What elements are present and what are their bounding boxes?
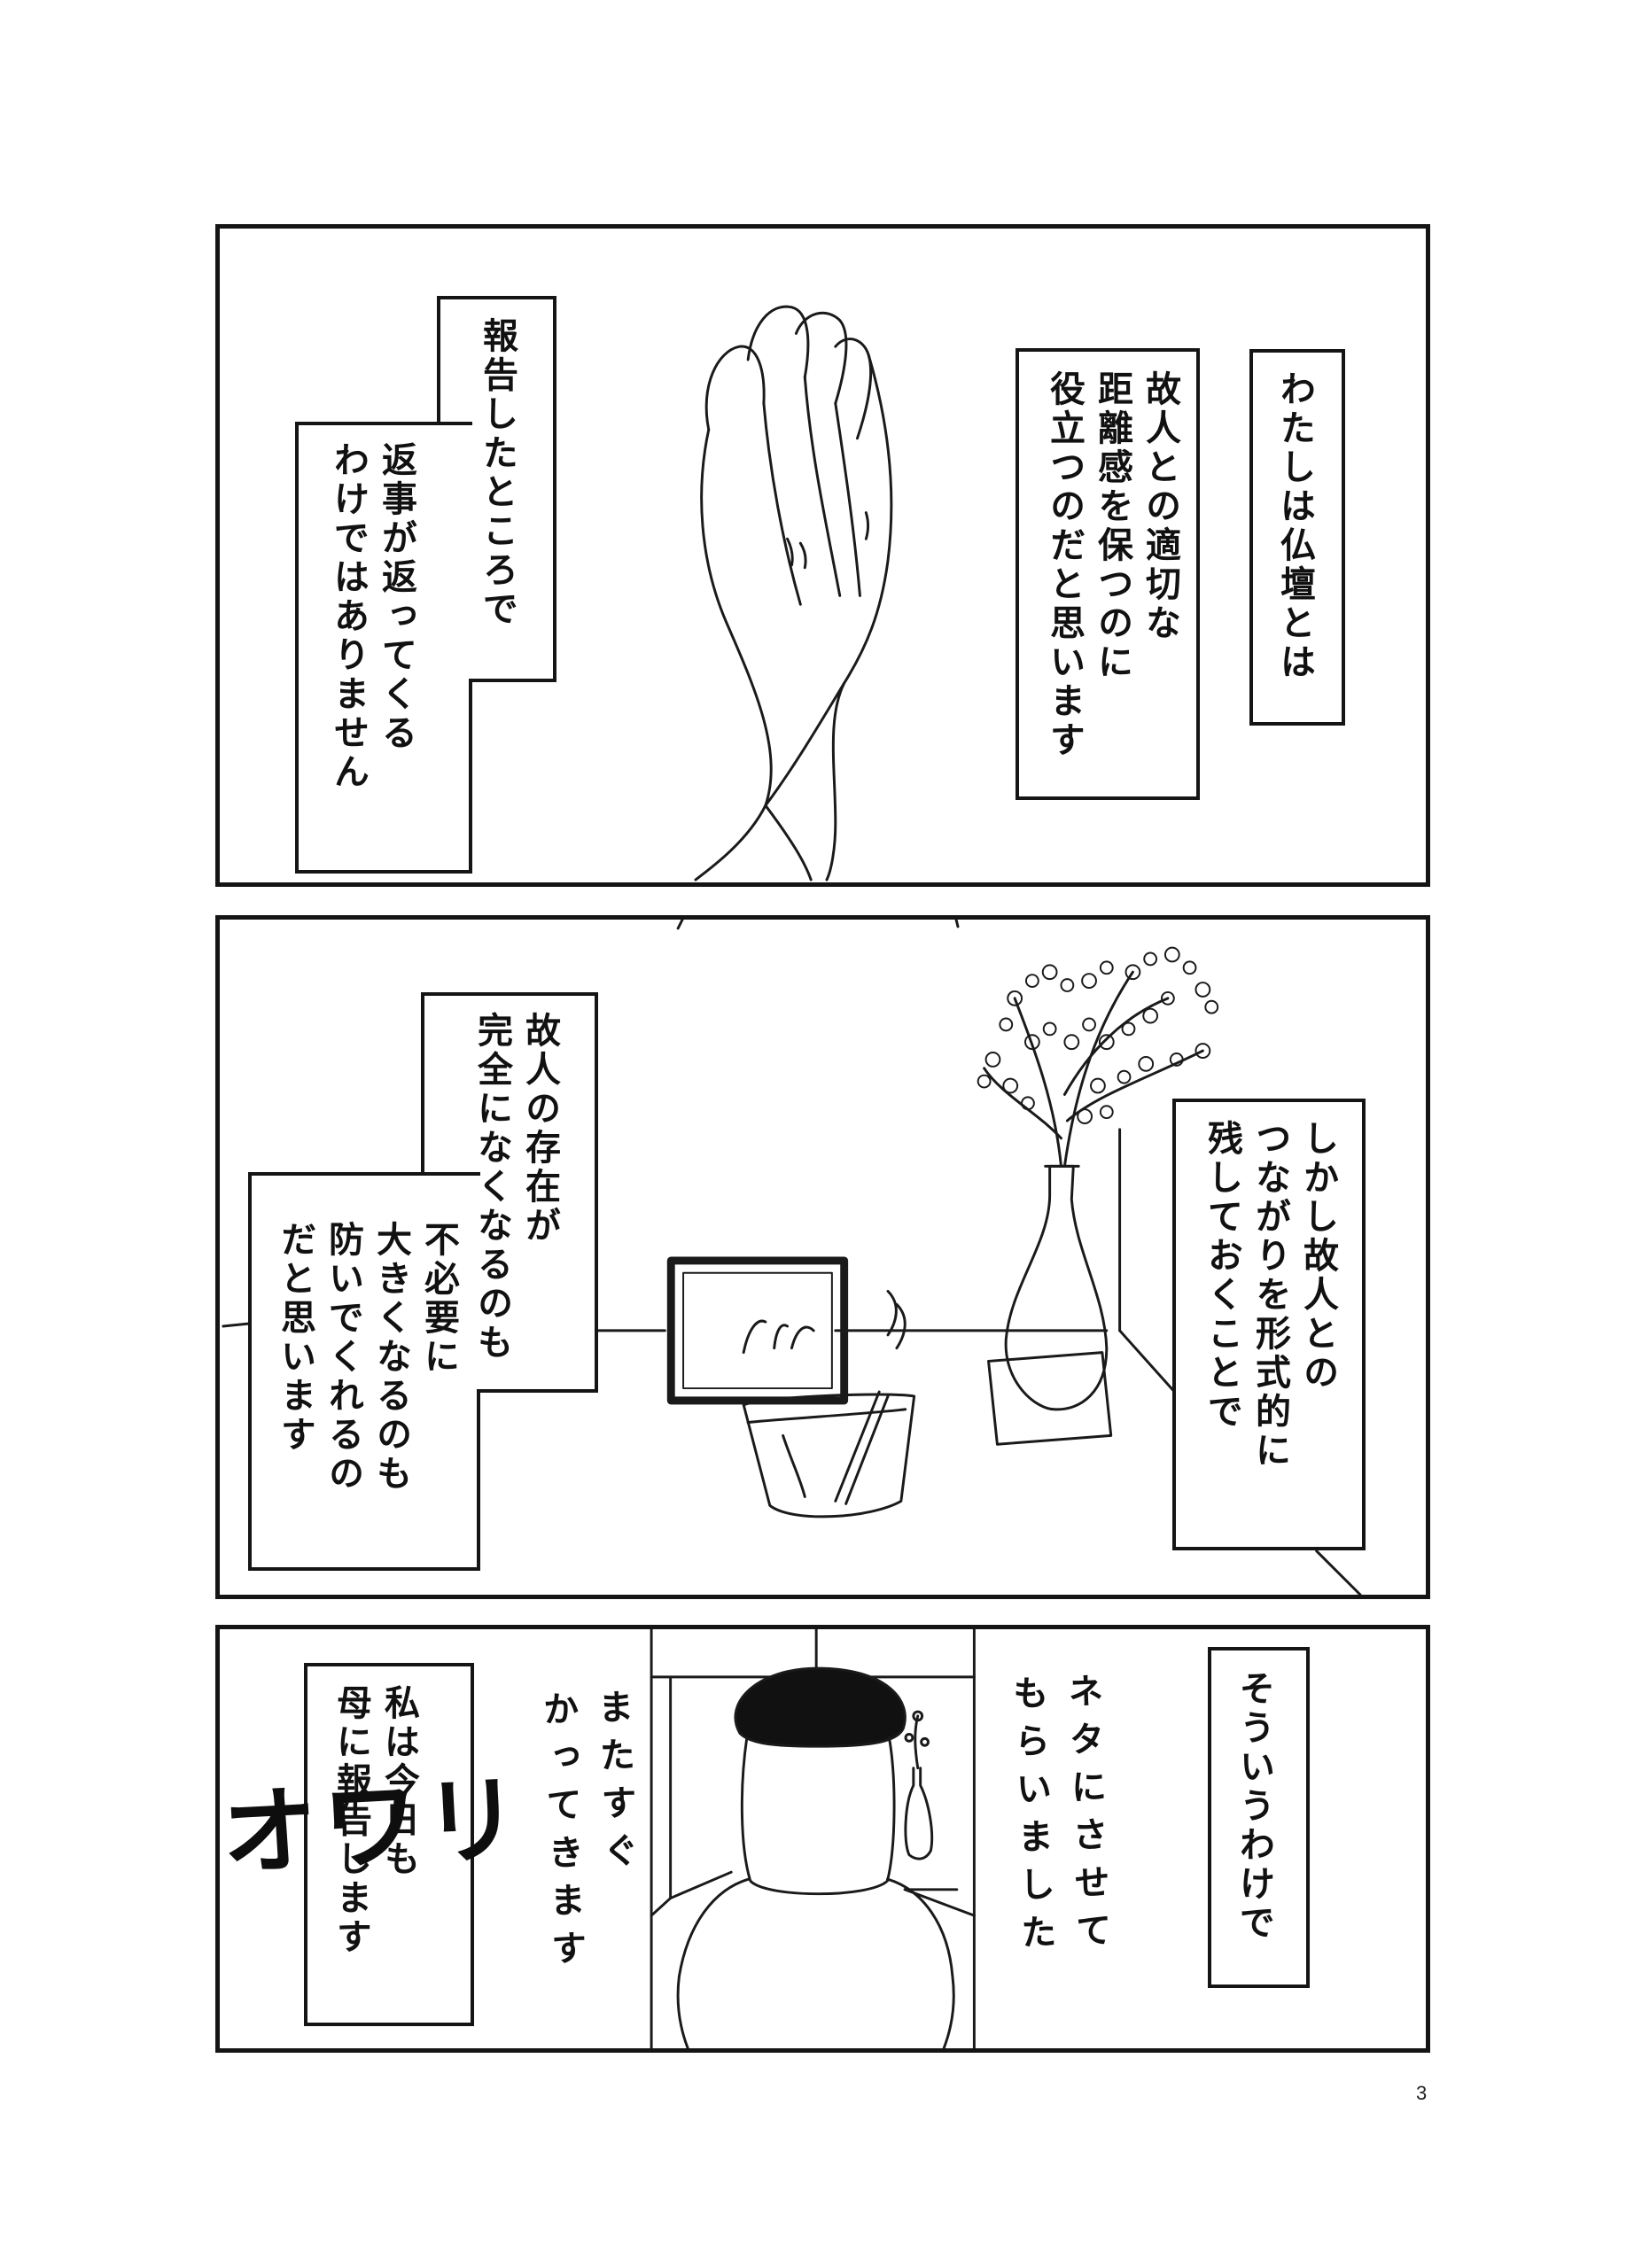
- caption-text: 私は今日も 母に報告します: [331, 1684, 419, 1957]
- person-at-altar-drawing: [650, 1629, 976, 2048]
- caption-box-right: [1208, 1647, 1310, 1988]
- handwritten-note-right: ネタにさせて もらいました: [1006, 1672, 1112, 1962]
- panel-3: そういうわけで ネタにさせて もらいました またすぐ かってきます 私は今日も …: [215, 1625, 1430, 2053]
- caption-text: 故人の存在が 完全になくなるのも: [471, 1012, 560, 1363]
- ending-lettering: オワリ: [219, 1764, 528, 1891]
- panel-1: わたしは仏壇とは 故人との適切な 距離感を保つのに 役立つのだと思います 報告し…: [215, 224, 1430, 887]
- caption-box-left: [304, 1663, 474, 2026]
- caption-text: しかし故人との つながりを形式的に 残しておくことで: [1202, 1120, 1338, 1471]
- caption-text: 返事が返ってくる わけではありません: [328, 441, 416, 792]
- caption-text: わたしは仏壇とは: [1274, 370, 1315, 682]
- caption-box-right: [1249, 349, 1345, 726]
- caption-box-joint: [423, 1176, 484, 1389]
- altar-drawing: [222, 920, 1362, 1595]
- handwritten-note-left: またすぐ かってきます: [536, 1688, 639, 1978]
- caption-text: 故人との適切な 距離感を保つのに 役立つのだと思います: [1044, 370, 1180, 760]
- praying-hands-drawing: [694, 305, 893, 882]
- caption-box-middle: [1016, 348, 1200, 800]
- caption-box-joint: [439, 425, 474, 679]
- caption-text: 報告したところで: [477, 317, 518, 629]
- panel-2: しかし故人との つながりを形式的に 残しておくことで 故人の存在が 完全になくな…: [215, 915, 1430, 1599]
- caption-box-right: [1172, 1099, 1366, 1550]
- page-number: 3: [1416, 2082, 1428, 2104]
- caption-text: 不必要に 大きくなるのも 防いでくれるの だと思います: [275, 1221, 459, 1494]
- caption-text: そういうわけで: [1233, 1670, 1274, 1943]
